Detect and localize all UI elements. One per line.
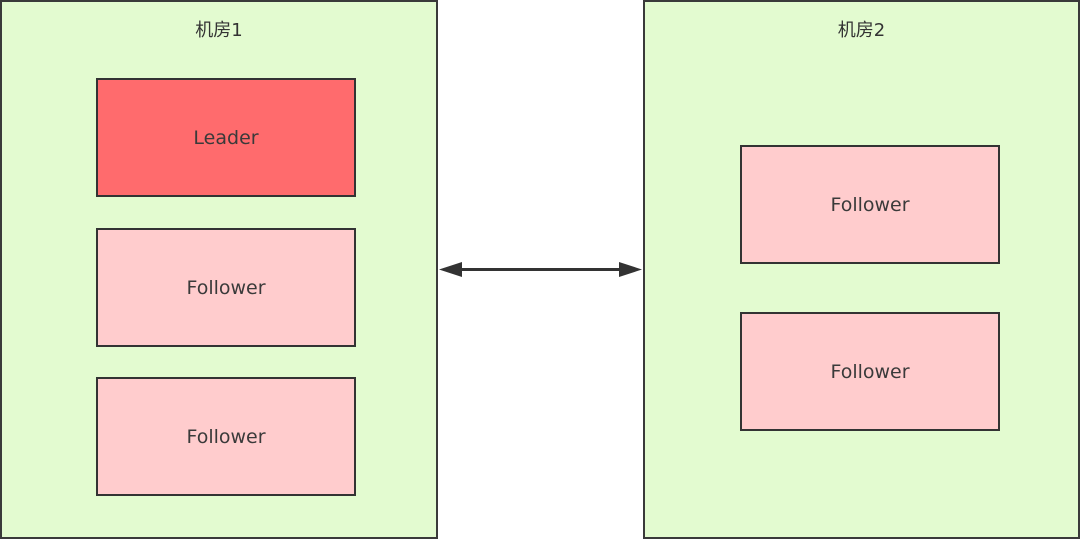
follower-node: Follower [740, 145, 1000, 264]
datacenter-1-panel: 机房1 Leader Follower Follower [0, 0, 438, 539]
datacenter-2-panel: 机房2 Follower Follower [643, 0, 1080, 539]
datacenter-1-title: 机房1 [195, 20, 243, 41]
leader-node: Leader [96, 78, 356, 197]
follower-node: Follower [740, 312, 1000, 431]
datacenter-2-title: 机房2 [837, 20, 886, 41]
follower-node: Follower [96, 377, 356, 496]
arrow-head-left [439, 262, 462, 277]
arrow-head-right [619, 262, 642, 277]
follower-node: Follower [96, 228, 356, 347]
